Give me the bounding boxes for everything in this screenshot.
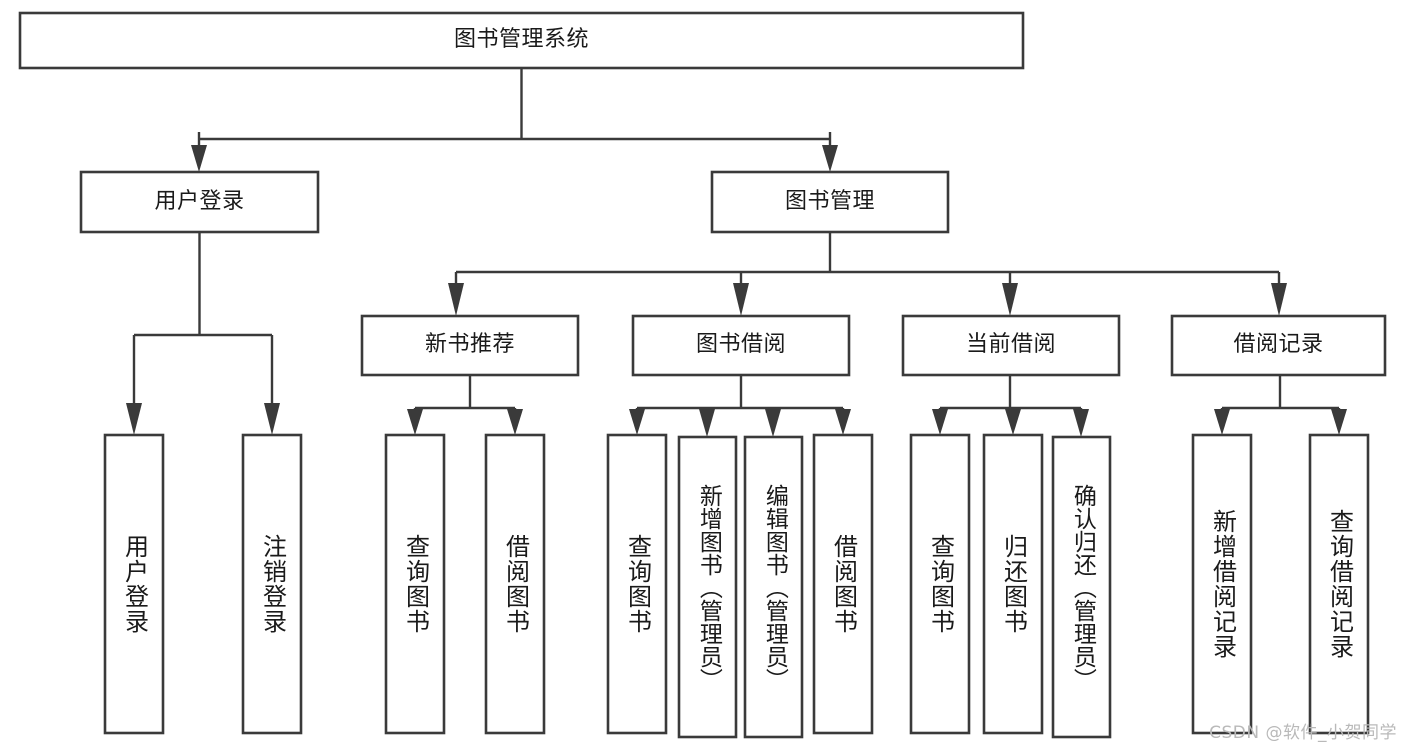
- arrow-head-leaf-return-book: [1005, 409, 1021, 435]
- node-box-leaf-return-book[interactable]: [982, 433, 1044, 735]
- arrow-head-leaf-borrow-book-rec: [507, 409, 523, 435]
- node-box-user-login[interactable]: [79, 170, 320, 234]
- node-box-leaf-query-book-borrow[interactable]: [606, 433, 668, 735]
- node-box-leaf-query-borrow-record[interactable]: [1308, 433, 1370, 735]
- arrow-head-leaf-edit-book-admin: [765, 409, 781, 437]
- arrow-head-leaf-add-book-admin: [699, 409, 715, 437]
- node-box-new-book-recommend[interactable]: [360, 314, 580, 377]
- node-box-leaf-borrow-book-rec[interactable]: [484, 433, 546, 735]
- arrow-head-current-borrow: [1002, 283, 1018, 316]
- node-box-leaf-logout[interactable]: [241, 433, 303, 735]
- node-box-current-borrow[interactable]: [901, 314, 1121, 377]
- arrow-head-book-borrow: [733, 283, 749, 316]
- node-box-root[interactable]: [18, 11, 1025, 70]
- arrow-head-book-manage: [822, 145, 838, 172]
- node-box-leaf-edit-book-admin[interactable]: [743, 435, 804, 739]
- arrow-head-leaf-borrow-book: [835, 409, 851, 435]
- arrow-head-borrow-records: [1271, 283, 1287, 316]
- arrow-head-leaf-add-borrow-record: [1214, 409, 1230, 435]
- node-box-leaf-user-login[interactable]: [103, 433, 165, 735]
- node-box-leaf-confirm-return-admin[interactable]: [1051, 435, 1112, 739]
- node-box-book-manage[interactable]: [710, 170, 950, 234]
- node-box-leaf-query-book-current[interactable]: [909, 433, 971, 735]
- arrow-head-leaf-user-login: [126, 403, 142, 435]
- node-box-leaf-borrow-book[interactable]: [812, 433, 874, 735]
- arrow-head-user-login: [191, 145, 207, 172]
- arrow-head-leaf-query-borrow-record: [1331, 409, 1347, 435]
- node-box-leaf-add-book-admin[interactable]: [677, 435, 738, 739]
- node-box-borrow-records[interactable]: [1170, 314, 1387, 377]
- node-box-book-borrow[interactable]: [631, 314, 851, 377]
- arrow-head-leaf-query-book-rec: [407, 409, 423, 435]
- csdn-watermark: CSDN @软件_小贺同学: [1209, 723, 1397, 743]
- arrow-head-leaf-query-book-current: [932, 409, 948, 435]
- node-box-leaf-query-book-rec[interactable]: [384, 433, 446, 735]
- arrow-head-leaf-confirm-return-admin: [1073, 409, 1089, 437]
- arrow-head-new-book-recommend: [448, 283, 464, 316]
- arrow-head-leaf-logout: [264, 403, 280, 435]
- arrow-head-leaf-query-book-borrow: [629, 409, 645, 435]
- node-box-leaf-add-borrow-record[interactable]: [1191, 433, 1253, 735]
